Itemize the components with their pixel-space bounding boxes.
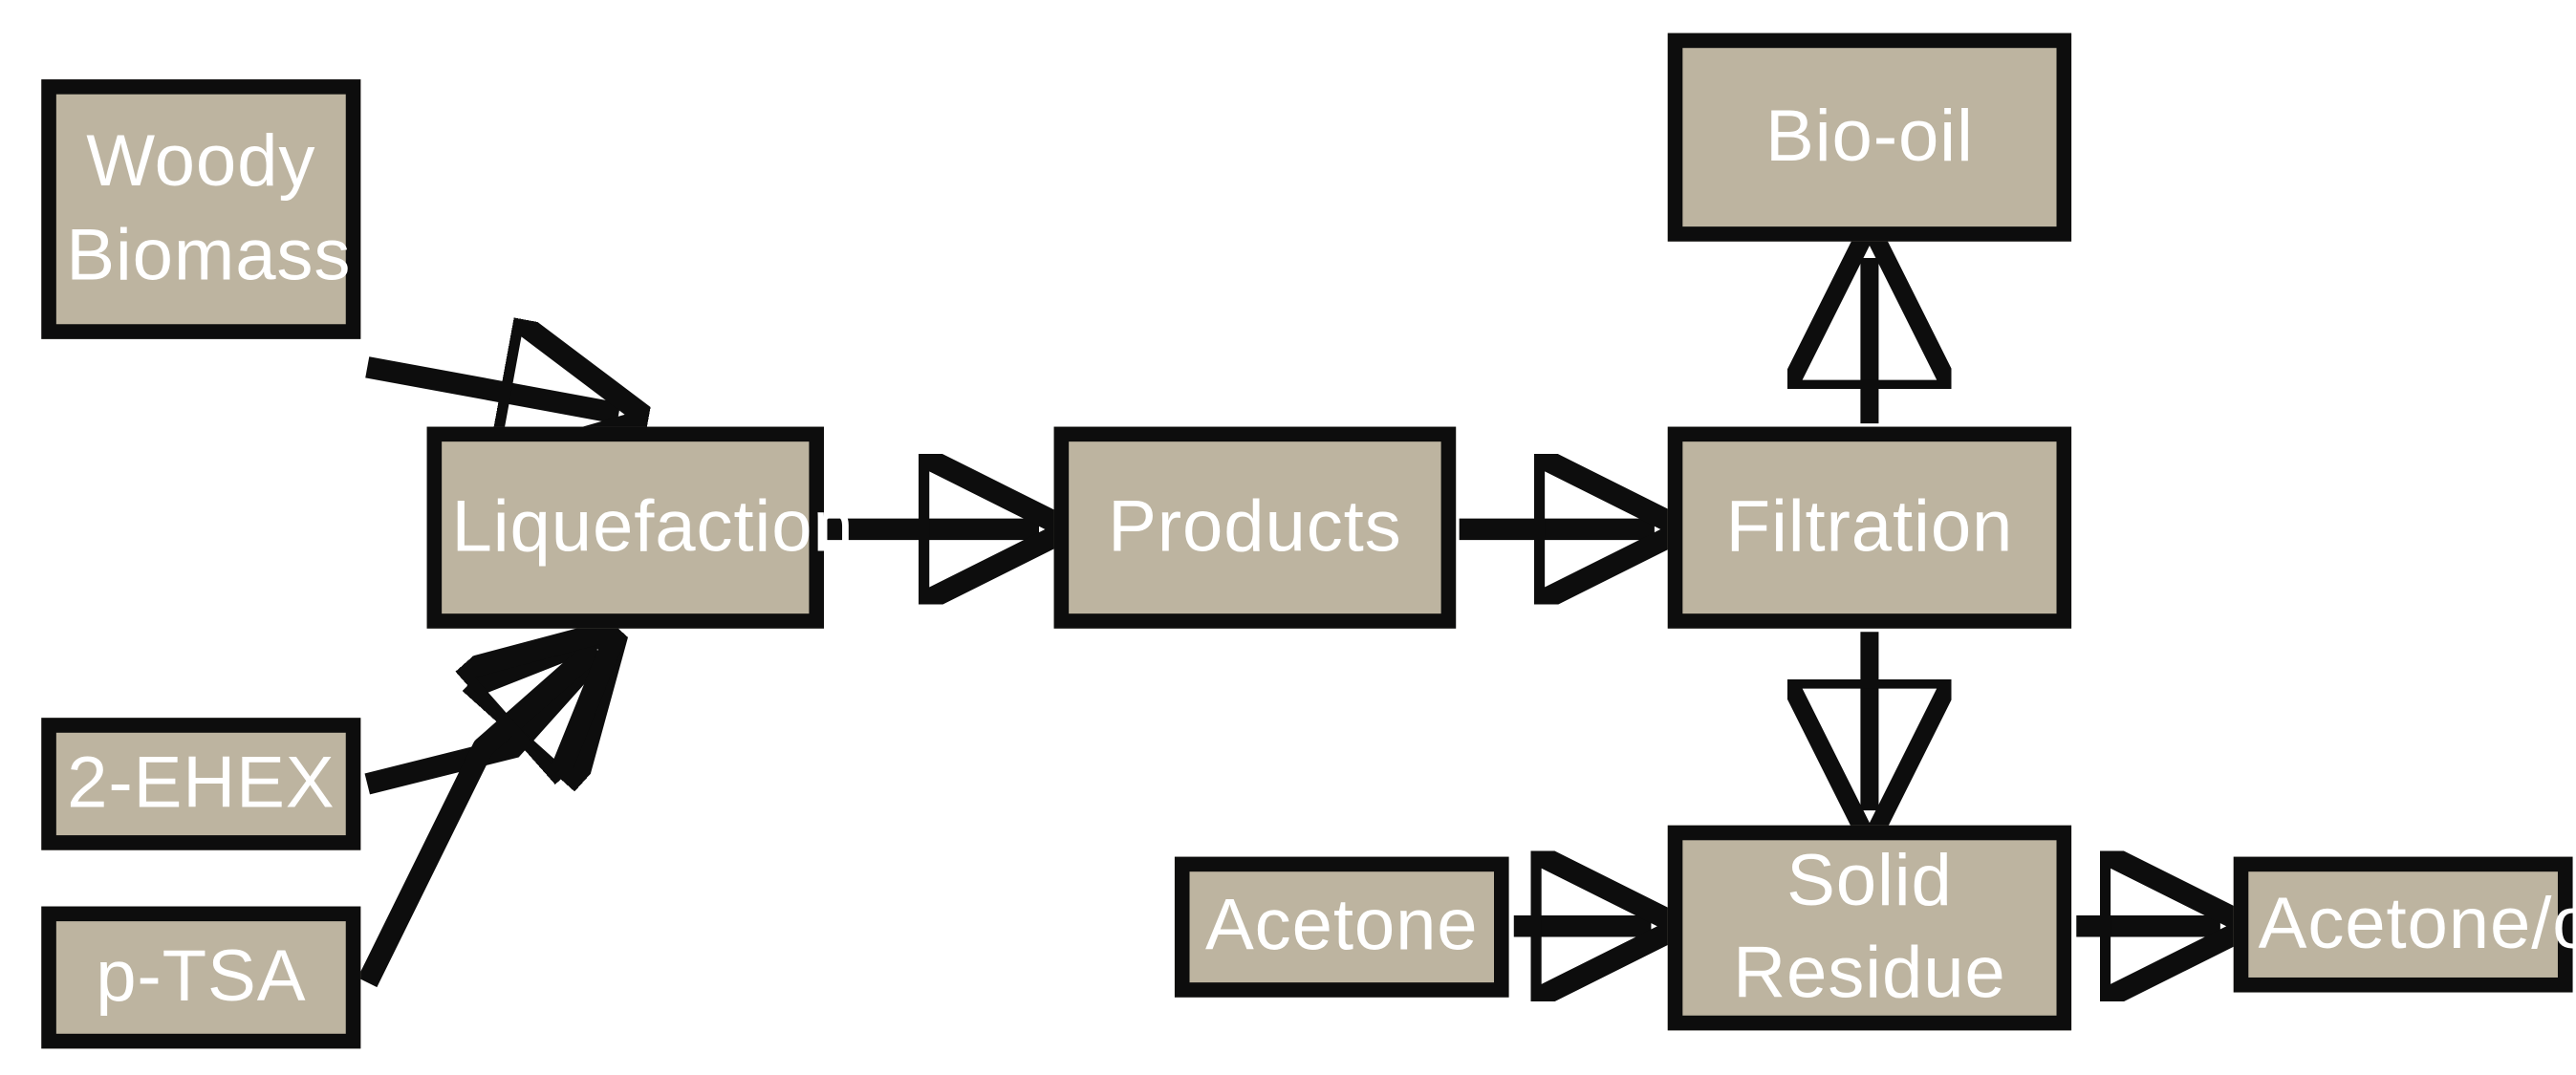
node-acetone[interactable]: Acetone [1174, 856, 1509, 998]
node-products[interactable]: Products [1053, 426, 1457, 629]
node-liquefaction-label: Liquefaction [451, 485, 855, 568]
node-acetone-oil-label: Acetone/oil [2258, 883, 2576, 964]
node-solid-residue-label: Solid Residue [1733, 839, 2006, 1015]
node-acetone-label: Acetone [1204, 885, 1479, 967]
edge-ehex-to-liquefaction [364, 652, 598, 795]
node-woody-biomass-label: Woody Biomass [66, 120, 352, 295]
node-solid-residue[interactable]: Solid Residue [1667, 825, 2072, 1031]
node-acetone-oil[interactable]: Acetone/oil [2233, 856, 2576, 993]
node-p-tsa-label: p-TSA [96, 935, 307, 1018]
edge-woody-to-liquefaction [365, 367, 618, 413]
node-bio-oil[interactable]: Bio-oil [1667, 32, 2072, 242]
node-two-ehex-label: 2-EHEX [67, 742, 336, 824]
node-filtration-label: Filtration [1725, 485, 2014, 568]
edge-ptsa-to-liquefaction [357, 649, 595, 988]
node-woody-biomass[interactable]: Woody Biomass [41, 79, 361, 339]
node-two-ehex[interactable]: 2-EHEX [41, 718, 361, 850]
node-filtration[interactable]: Filtration [1667, 426, 2072, 629]
node-products-label: Products [1108, 485, 1402, 568]
node-liquefaction[interactable]: Liquefaction [426, 426, 855, 629]
node-p-tsa[interactable]: p-TSA [41, 906, 361, 1049]
node-bio-oil-label: Bio-oil [1765, 96, 1974, 177]
